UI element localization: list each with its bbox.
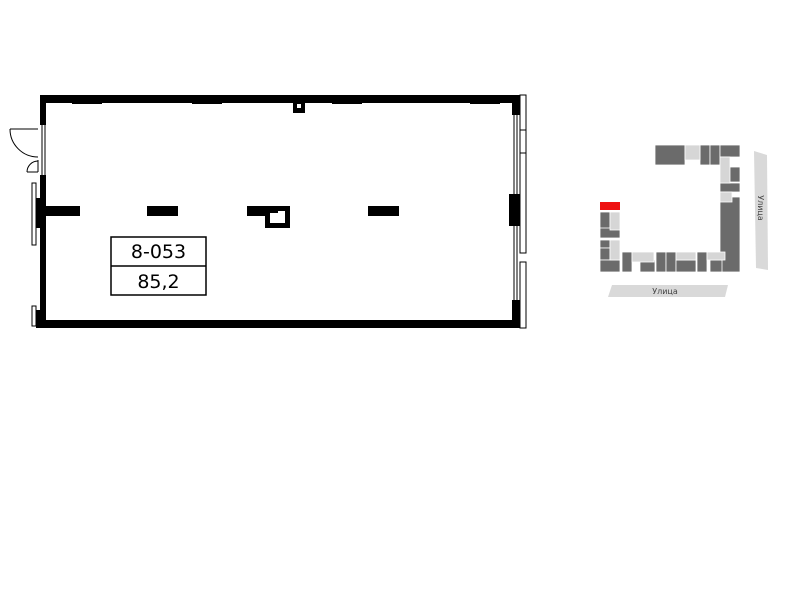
door[interactable]	[9, 128, 39, 173]
unit-highlight	[600, 202, 620, 210]
stair-blocks	[609, 144, 733, 263]
unit-area: 85,2	[137, 271, 179, 293]
column-center	[265, 206, 290, 228]
column-top	[293, 101, 305, 113]
street-bottom: Улица	[608, 285, 728, 297]
unit-label: 8-053 85,2	[110, 236, 207, 296]
street-right-label: Улица	[756, 195, 765, 221]
site-plan: Улица Улица	[599, 144, 768, 297]
street-right: Улица	[754, 151, 768, 270]
windows	[31, 94, 527, 329]
unit-number: 8-053	[131, 241, 186, 263]
street-bottom-label: Улица	[652, 287, 678, 296]
